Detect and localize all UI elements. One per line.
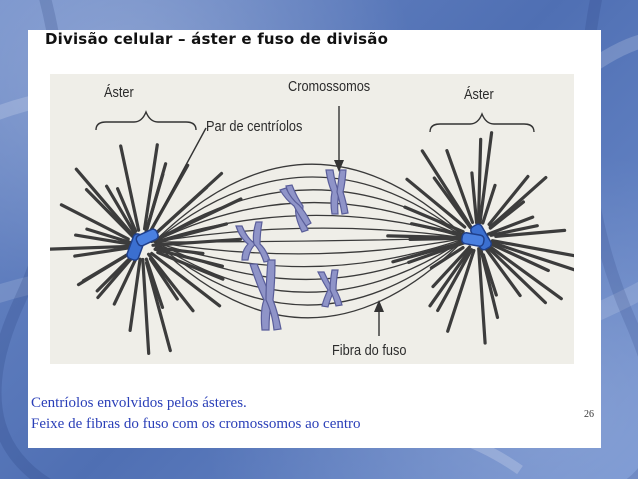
- aster-ray: [144, 261, 172, 353]
- aster-ray: [405, 177, 467, 229]
- aster-ray: [142, 143, 159, 231]
- chromosome-5: [317, 269, 343, 308]
- aster-ray: [153, 247, 224, 268]
- aster-ray: [420, 149, 472, 228]
- aster-ray: [436, 248, 474, 313]
- aster-ray: [445, 148, 475, 224]
- aster-ray: [490, 239, 574, 258]
- aster-ray: [486, 239, 574, 272]
- aster-ray: [112, 255, 139, 306]
- aster-ray: [446, 248, 476, 333]
- aster-ray: [154, 246, 205, 256]
- aster-ray: [481, 183, 497, 225]
- aster-ray: [478, 131, 494, 225]
- caption-line-2: Feixe de fibras do fuso com os cromossom…: [31, 416, 361, 432]
- aster-ray: [487, 174, 530, 226]
- spindle-fiber: [153, 237, 467, 306]
- spindle-fiber: [153, 163, 467, 243]
- label-aster-left: Áster: [104, 84, 134, 101]
- aster-ray: [156, 250, 225, 281]
- aster-ray: [115, 187, 138, 233]
- chromosome-4: [325, 169, 349, 215]
- aster-ray: [104, 184, 137, 236]
- aster-ray: [489, 246, 563, 301]
- aster-ray: [119, 144, 141, 232]
- aster-ray: [95, 253, 135, 293]
- arrow-chromosomes: [334, 160, 344, 172]
- aster-ray: [149, 185, 209, 239]
- aster-ray: [146, 252, 195, 313]
- aster-ray: [50, 244, 131, 251]
- diagram-drawing: [50, 106, 574, 355]
- aster-ray: [74, 167, 135, 238]
- label-chromosomes: Cromossomos: [288, 78, 371, 95]
- aster-left-rays: [50, 143, 243, 355]
- label-aster-right: Áster: [464, 86, 494, 103]
- centriole-pair-right: [461, 223, 492, 251]
- aster-ray: [84, 187, 135, 239]
- aster-ray: [386, 234, 464, 240]
- aster-ray: [141, 257, 151, 355]
- aster-ray: [128, 257, 142, 332]
- aster-ray: [409, 222, 466, 237]
- aster-ray: [487, 247, 547, 305]
- aster-ray: [481, 253, 498, 297]
- aster-ray: [429, 246, 465, 270]
- spindle-fiber: [153, 237, 467, 319]
- aster-ray: [476, 137, 483, 226]
- aster-ray: [488, 175, 548, 229]
- bracket-aster-right: [429, 112, 535, 133]
- aster-ray: [470, 171, 479, 225]
- spindle-fiber: [153, 237, 467, 293]
- chromosome-3: [279, 184, 312, 233]
- aster-ray: [483, 246, 522, 298]
- label-spindle-fiber: Fibra do fuso: [332, 342, 407, 359]
- slide-title: Divisão celular – áster e fuso de divisã…: [45, 30, 389, 48]
- aster-right-rays: [386, 131, 574, 345]
- chromosome-2: [249, 259, 282, 331]
- aster-ray: [156, 222, 229, 244]
- aster-ray: [150, 197, 243, 243]
- label-centriole-pair: Par de centríolos: [206, 118, 303, 135]
- aster-ray: [477, 247, 487, 345]
- aster-ray: [59, 203, 130, 241]
- spindle-fiber: [153, 201, 467, 243]
- centriole-pair-left: [126, 228, 159, 261]
- page-number: 26: [584, 409, 594, 420]
- aster-ray: [428, 248, 472, 308]
- aster-ray: [391, 241, 463, 264]
- spindle-fiber: [153, 237, 467, 255]
- label-brackets: [95, 106, 535, 336]
- cell-division-diagram: Áster Áster Cromossomos Par de centríolo…: [50, 74, 574, 364]
- aster-ray: [151, 237, 242, 247]
- slide-caption: Centríolos envolvidos pelos ásteres. Fei…: [31, 393, 361, 435]
- spindle-fiber: [153, 176, 467, 243]
- aster-ray: [81, 253, 129, 283]
- aster-ray: [431, 245, 472, 289]
- aster-ray: [96, 254, 135, 300]
- aster-ray: [489, 224, 539, 237]
- aster-ray: [479, 246, 500, 320]
- aster-ray: [488, 200, 525, 230]
- arrow-spindle-fiber: [374, 300, 384, 312]
- chromosome-group: [235, 169, 349, 331]
- aster-ray: [486, 215, 535, 236]
- aster-ray: [143, 172, 165, 236]
- aster-ray: [485, 240, 550, 273]
- aster-ray: [403, 205, 465, 234]
- leader-centriole-pair: [153, 127, 207, 225]
- aster-ray: [150, 251, 222, 308]
- aster-ray: [73, 246, 131, 258]
- aster-ray: [148, 257, 179, 301]
- aster-ray: [494, 228, 567, 238]
- aster-ray: [74, 233, 133, 246]
- caption-line-1: Centríolos envolvidos pelos ásteres.: [31, 395, 247, 411]
- aster-ray: [85, 227, 134, 245]
- bracket-aster-left: [95, 110, 197, 131]
- spindle-fiber: [153, 227, 467, 243]
